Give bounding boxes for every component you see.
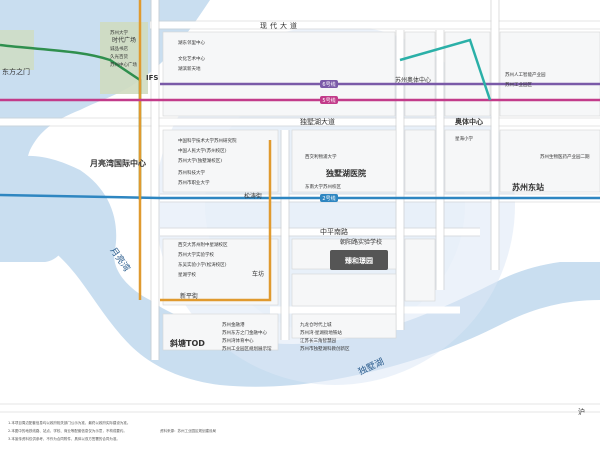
- svg-text:苏州市职业大学: 苏州市职业大学: [178, 179, 210, 186]
- poi-tod-right: 九龙仓时代上城 苏州湾·星湖街地铁站 江苏长三角智慧园 苏州市独墅湖科教创新区: [300, 321, 350, 352]
- roads-vertical: [151, 0, 499, 360]
- label-ifs: IFS: [146, 74, 158, 82]
- svg-text:苏州中心广场: 苏州中心广场: [110, 61, 137, 68]
- label-tod: 斜塘TOD: [169, 338, 205, 348]
- target-name: 臻和璟园: [345, 256, 373, 265]
- svg-text:3.本宣传资料仅供参考，不作为合同附件，具体以双方签署的合同: 3.本宣传资料仅供参考，不作为合同附件，具体以双方签署的合同为准。: [8, 436, 120, 441]
- svg-text:文化艺术中心: 文化艺术中心: [178, 55, 205, 62]
- svg-text:中国人民大学(苏州校区): 中国人民大学(苏州校区): [178, 147, 227, 154]
- svg-text:中国科学技术大学苏州研究院: 中国科学技术大学苏州研究院: [178, 137, 237, 144]
- road-names: 现代大道 独墅湖大道 中平南路 松涛街: [244, 21, 348, 236]
- svg-text:湖东邻里中心: 湖东邻里中心: [178, 39, 205, 46]
- poi-left-top: 苏州大学 诚品书店 久光百货 苏州中心广场: [110, 29, 137, 68]
- road-zhongping: 中平南路: [320, 227, 348, 236]
- label-chegong: 车坊: [252, 270, 264, 278]
- poi-top-mid: 湖东邻里中心 文化艺术中心 湖滨新天地: [178, 39, 205, 72]
- metro-line-3: [138, 0, 272, 302]
- svg-text:苏州东方之门金融中心: 苏州东方之门金融中心: [222, 329, 267, 336]
- svg-text:苏州金融港: 苏州金融港: [222, 321, 245, 328]
- svg-text:诚品书店: 诚品书店: [110, 45, 128, 52]
- metro-lines: [0, 0, 600, 302]
- svg-text:2.本图中的地铁线路、站点、学校、商业等配套信息仅为示意，不: 2.本图中的地铁线路、站点、学校、商业等配套信息仅为示意，不构成要约。: [8, 428, 127, 433]
- svg-text:西交大苏州附中星湖校区: 西交大苏州附中星湖校区: [178, 241, 228, 248]
- svg-text:星海小学: 星海小学: [455, 135, 473, 142]
- svg-text:久光百货: 久光百货: [110, 53, 128, 60]
- label-east-gate: 东方之门: [2, 67, 30, 76]
- svg-text:苏州人工智能产业园: 苏州人工智能产业园: [505, 71, 546, 78]
- svg-text:西交利物浦大学: 西交利物浦大学: [305, 153, 337, 160]
- svg-text:苏州湾体育中心: 苏州湾体育中心: [222, 337, 254, 344]
- svg-text:星湖学校: 星湖学校: [178, 271, 196, 278]
- svg-text:苏州市独墅湖科教创新区: 苏州市独墅湖科教创新区: [300, 345, 350, 352]
- svg-text:苏州大学实验学校: 苏州大学实验学校: [178, 251, 214, 258]
- svg-text:苏州生物医药产业园二期: 苏州生物医药产业园二期: [540, 153, 590, 160]
- label-suzhou-center: 苏州奥体中心: [395, 76, 431, 84]
- metro-label-6: 6号线: [322, 81, 335, 88]
- label-yizheng-school: 朝阳路实验学校: [340, 238, 382, 246]
- metro-label-2: 2号线: [322, 195, 335, 202]
- green-block-east-gate: [0, 30, 34, 70]
- svg-text:东南大学苏州校区: 东南大学苏州校区: [305, 183, 341, 190]
- road-xiandai: 现代大道: [260, 21, 300, 30]
- svg-text:江苏长三角智慧园: 江苏长三角智慧园: [300, 337, 336, 344]
- city-blocks: [162, 31, 600, 351]
- poi-uni-right: 西交利物浦大学 东南大学苏州校区: [305, 153, 341, 190]
- target-parcel: [330, 250, 388, 270]
- poi-right: 苏州人工智能产业园 苏州工业园区 苏州生物医药产业园二期 星海小学: [455, 71, 590, 160]
- svg-text:九龙仓时代上城: 九龙仓时代上城: [300, 321, 332, 328]
- label-time-square: 时代广场: [112, 36, 136, 44]
- footnote: 1.本项目周边配套信息均以政府相关部门公示为准，最终以政府实际建设为准。 2.本…: [8, 420, 216, 441]
- label-olympic-center: 奥体中心: [455, 117, 483, 126]
- poi-tod: 苏州金融港 苏州东方之门金融中心 苏州湾体育中心 苏州工业园区规划展示馆: [222, 321, 272, 352]
- label-dushuhu-hospital: 独墅湖医院: [325, 168, 366, 178]
- metro-line-4: [399, 38, 492, 101]
- label-xinping: 新平街: [180, 292, 198, 300]
- svg-text:1.本项目周边配套信息均以政府相关部门公示为准，最终以政府实: 1.本项目周边配套信息均以政府相关部门公示为准，最终以政府实际建设为准。: [8, 420, 130, 425]
- svg-text:苏州科技大学: 苏州科技大学: [178, 169, 205, 176]
- metro-label-5: 5号线: [322, 97, 335, 104]
- svg-text:苏州湾·星湖街地铁站: 苏州湾·星湖街地铁站: [300, 329, 342, 336]
- metro-line-1: [0, 43, 142, 200]
- svg-text:苏州工业园区规划展示馆: 苏州工业园区规划展示馆: [222, 345, 272, 352]
- poi-south: 西交大苏州附中星湖校区 苏州大学实验学校 东吴实验小学(松涛校区) 星湖学校: [178, 241, 228, 278]
- svg-text:苏州工业园区: 苏州工业园区: [505, 81, 532, 88]
- label-hu: 沪: [578, 407, 585, 416]
- label-suzhou-east: 苏州东站: [512, 182, 544, 192]
- metro-line-2: [0, 193, 600, 200]
- svg-text:苏州大学(独墅湖校区): 苏州大学(独墅湖校区): [178, 157, 222, 164]
- roads-horizontal-edges: [0, 20, 600, 413]
- svg-text:东吴实验小学(松涛校区): 东吴实验小学(松涛校区): [178, 261, 227, 268]
- road-songtao: 松涛街: [244, 192, 262, 200]
- svg-text:资料来源：苏州工业园区规划建设局: 资料来源：苏州工业园区规划建设局: [160, 428, 216, 433]
- metro-line-labels: 6号线 5号线 2号线: [320, 80, 338, 202]
- poi-uni: 中国科学技术大学苏州研究院 中国人民大学(苏州校区) 苏州大学(独墅湖校区) 苏…: [178, 137, 237, 186]
- svg-text:湖滨新天地: 湖滨新天地: [178, 65, 201, 72]
- label-moon-bay: 月亮湾国际中心: [89, 158, 146, 168]
- road-dushuhu: 独墅湖大道: [300, 117, 335, 126]
- svg-text:苏州大学: 苏州大学: [110, 29, 128, 36]
